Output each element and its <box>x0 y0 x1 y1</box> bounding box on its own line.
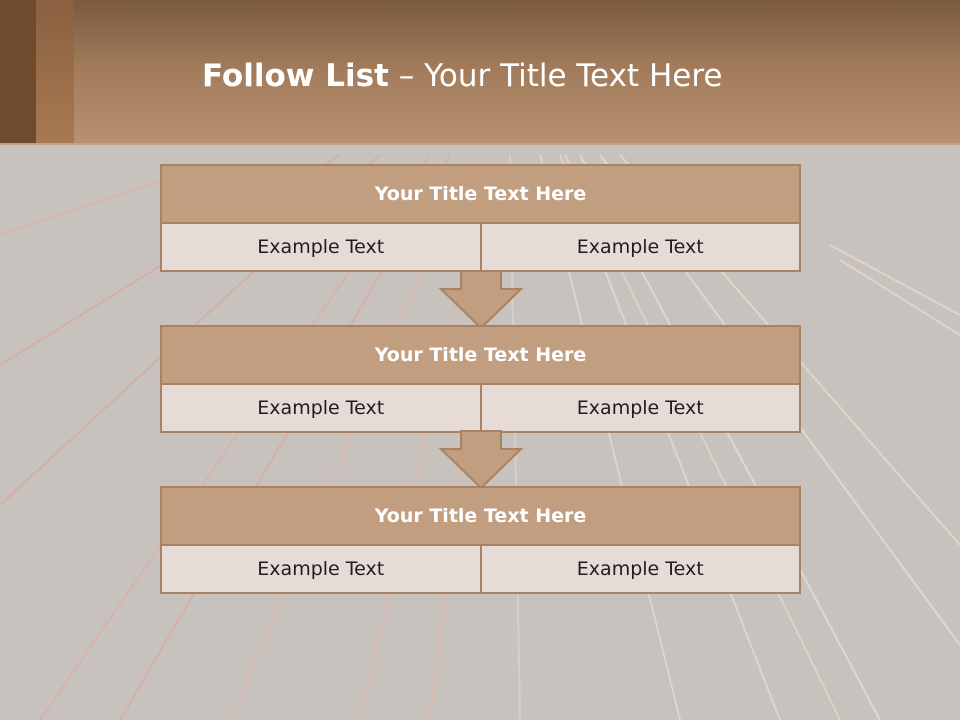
step-cell-left: Example Text <box>162 546 480 592</box>
step-block-3: Your Title Text Here Example Text Exampl… <box>160 486 801 594</box>
step-title: Your Title Text Here <box>162 166 799 224</box>
banner-accent-bar-light <box>36 0 74 145</box>
down-arrow-icon <box>438 270 524 330</box>
slide-title-rest: – Your Title Text Here <box>388 58 723 94</box>
step-cell-right: Example Text <box>479 385 799 431</box>
step-row: Example Text Example Text <box>162 546 799 592</box>
header-banner: Follow List – Your Title Text Here <box>0 0 960 145</box>
step-cell-right: Example Text <box>479 546 799 592</box>
slide-title-bold: Follow List <box>202 58 389 94</box>
step-title: Your Title Text Here <box>162 488 799 546</box>
down-arrow-icon <box>438 430 524 490</box>
banner-divider <box>0 143 960 145</box>
step-cell-left: Example Text <box>162 385 480 431</box>
step-block-2: Your Title Text Here Example Text Exampl… <box>160 325 801 433</box>
step-title: Your Title Text Here <box>162 327 799 385</box>
step-cell-left: Example Text <box>162 224 480 270</box>
step-row: Example Text Example Text <box>162 224 799 270</box>
step-row: Example Text Example Text <box>162 385 799 431</box>
banner-accent-bar <box>0 0 36 145</box>
step-block-1: Your Title Text Here Example Text Exampl… <box>160 164 801 272</box>
slide-title: Follow List – Your Title Text Here <box>202 56 722 96</box>
step-cell-right: Example Text <box>479 224 799 270</box>
